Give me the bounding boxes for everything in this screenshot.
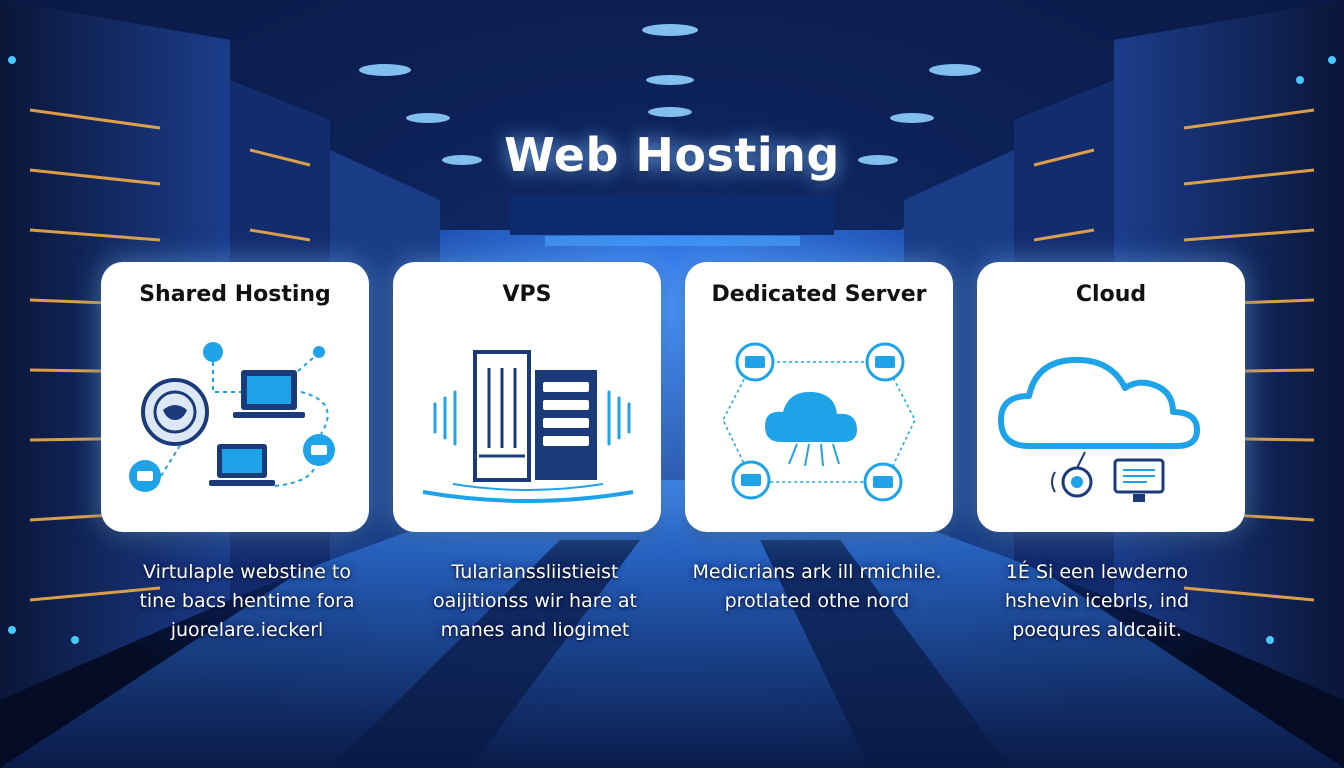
description-line: 1É Si een lewderno [1005, 561, 1189, 583]
card-title: Cloud [1075, 282, 1147, 307]
description-line: Medicrians ark ill rmichile. [692, 561, 942, 583]
description-line: poequres aldcaiit. [1012, 619, 1182, 641]
vps-illustration [393, 332, 661, 522]
vps-card[interactable]: VPS [393, 262, 661, 532]
vps-description: Tularianssliistieist oaijitionss wir har… [385, 558, 685, 645]
card-title: VPS [502, 282, 552, 307]
description-line: juorelare.ieckerl [170, 619, 324, 641]
description-line: oaijitionss wir hare at [433, 590, 637, 612]
dedicated-server-card[interactable]: Dedicated Server [685, 262, 953, 532]
description-line: protlated othe nord [724, 590, 910, 612]
description-line: manes and liogimet [440, 619, 630, 641]
cloud-description: 1É Si een lewderno hshevin icebrls, ind … [947, 558, 1247, 645]
description-line: Virtulaple webstine to [143, 561, 351, 583]
description-line: hshevin icebrls, ind [1004, 590, 1190, 612]
shared-hosting-description: Virtulaple webstine to tine bacs hentime… [97, 558, 397, 645]
dedicated-server-illustration [685, 332, 953, 522]
cloud-illustration [977, 332, 1245, 522]
description-line: Tularianssliistieist [451, 561, 619, 583]
shared-hosting-illustration [101, 332, 369, 522]
dedicated-server-description: Medicrians ark ill rmichile. protlated o… [667, 558, 967, 616]
description-line: tine bacs hentime fora [139, 590, 355, 612]
cloud-card[interactable]: Cloud [977, 262, 1245, 532]
card-title: Shared Hosting [139, 282, 331, 307]
page-title: Web Hosting [504, 128, 840, 182]
card-title: Dedicated Server [711, 282, 927, 307]
shared-hosting-card[interactable]: Shared Hosting [101, 262, 369, 532]
